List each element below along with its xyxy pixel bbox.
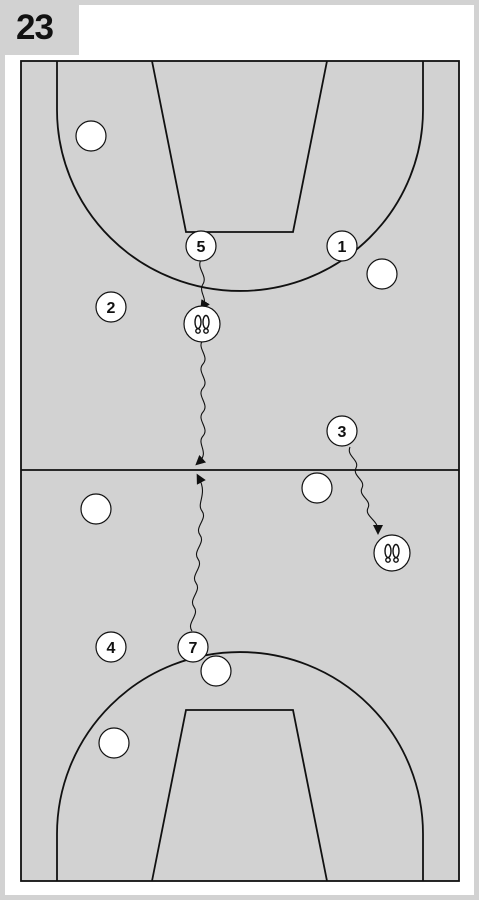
player-7: 7	[177, 631, 209, 663]
player-4: 4	[95, 631, 127, 663]
court-surface	[20, 60, 460, 882]
defender-circle	[75, 120, 107, 152]
player-3-label: 3	[338, 424, 347, 441]
player-1-label: 1	[338, 239, 347, 256]
defender-circle	[366, 258, 398, 290]
player-2: 2	[95, 291, 127, 323]
drill-number-tab	[5, 5, 79, 55]
player-7-label: 7	[189, 640, 198, 657]
player-5-label: 5	[197, 239, 206, 256]
player-5: 5	[185, 230, 217, 262]
bottom-three-point-arc	[56, 651, 424, 881]
player-1: 1	[326, 230, 358, 262]
top-key	[151, 60, 328, 233]
defender-circle	[80, 493, 112, 525]
drill-number: 23	[16, 8, 54, 47]
player-4-label: 4	[107, 640, 116, 657]
defender-circle	[301, 472, 333, 504]
movement-path-5	[199, 259, 210, 311]
footprints-icon	[183, 305, 221, 343]
top-three-point-arc	[56, 61, 424, 292]
movement-path-3	[348, 446, 383, 535]
movement-path-footprints-to-center	[195, 339, 207, 466]
defender-circle	[200, 655, 232, 687]
player-2-label: 2	[107, 300, 116, 317]
bottom-key	[151, 709, 328, 882]
player-3: 3	[326, 415, 358, 447]
defender-circle	[98, 727, 130, 759]
footprints-icon	[373, 534, 411, 572]
movement-path-7	[190, 473, 206, 632]
